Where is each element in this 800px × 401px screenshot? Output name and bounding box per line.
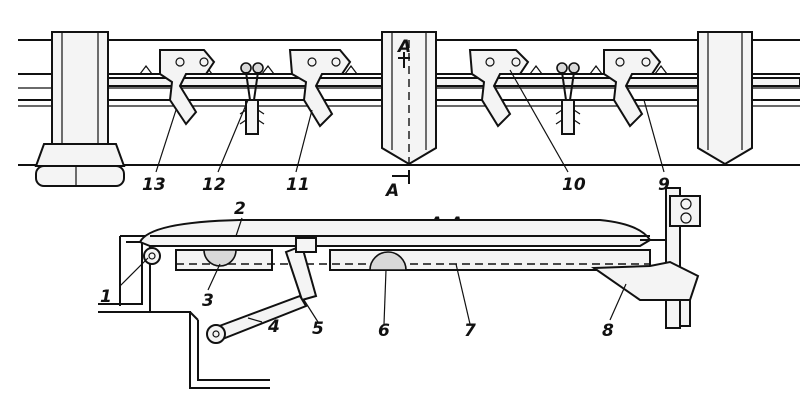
section-marker-bottom-label: A [384,181,399,201]
cover-lid-2 [138,219,652,247]
linkage-5 [284,237,318,302]
hook-latch-10 [468,49,530,128]
callout-12: 12 [202,175,226,195]
callout-11: 11 [286,175,310,195]
body-7 [329,249,651,271]
hinge-1 [143,247,161,265]
callout-5: 5 [312,319,324,339]
roller-6 [369,251,407,271]
callout-8: 8 [602,321,614,341]
callout-4: 4 [267,317,280,337]
callout-10: 10 [562,175,586,195]
frame-post-right [697,31,753,166]
callout-3: 3 [202,291,214,311]
callout-1: 1 [100,287,112,307]
roller-3 [203,249,237,267]
hook-latch-11 [288,49,352,128]
hook-latch-13 [159,49,216,126]
link-arm-4 [206,294,308,344]
top-view: A A 13 12 11 10 9 [18,31,800,201]
callout-6: 6 [378,321,390,341]
callout-7: 7 [464,321,476,341]
hook-latch-9 [603,49,662,128]
tensioner-right [555,62,581,135]
section-marker-top: A [396,37,411,68]
frame-post-center [381,31,437,176]
section-marker-bottom: A [384,170,410,201]
frame-post-left [34,31,126,187]
section-marker-top-label: A [396,37,411,57]
callout-2: 2 [234,199,246,219]
callout-13: 13 [142,175,166,195]
section-view: A–A [98,187,701,389]
right-bracket-8 [590,187,701,329]
